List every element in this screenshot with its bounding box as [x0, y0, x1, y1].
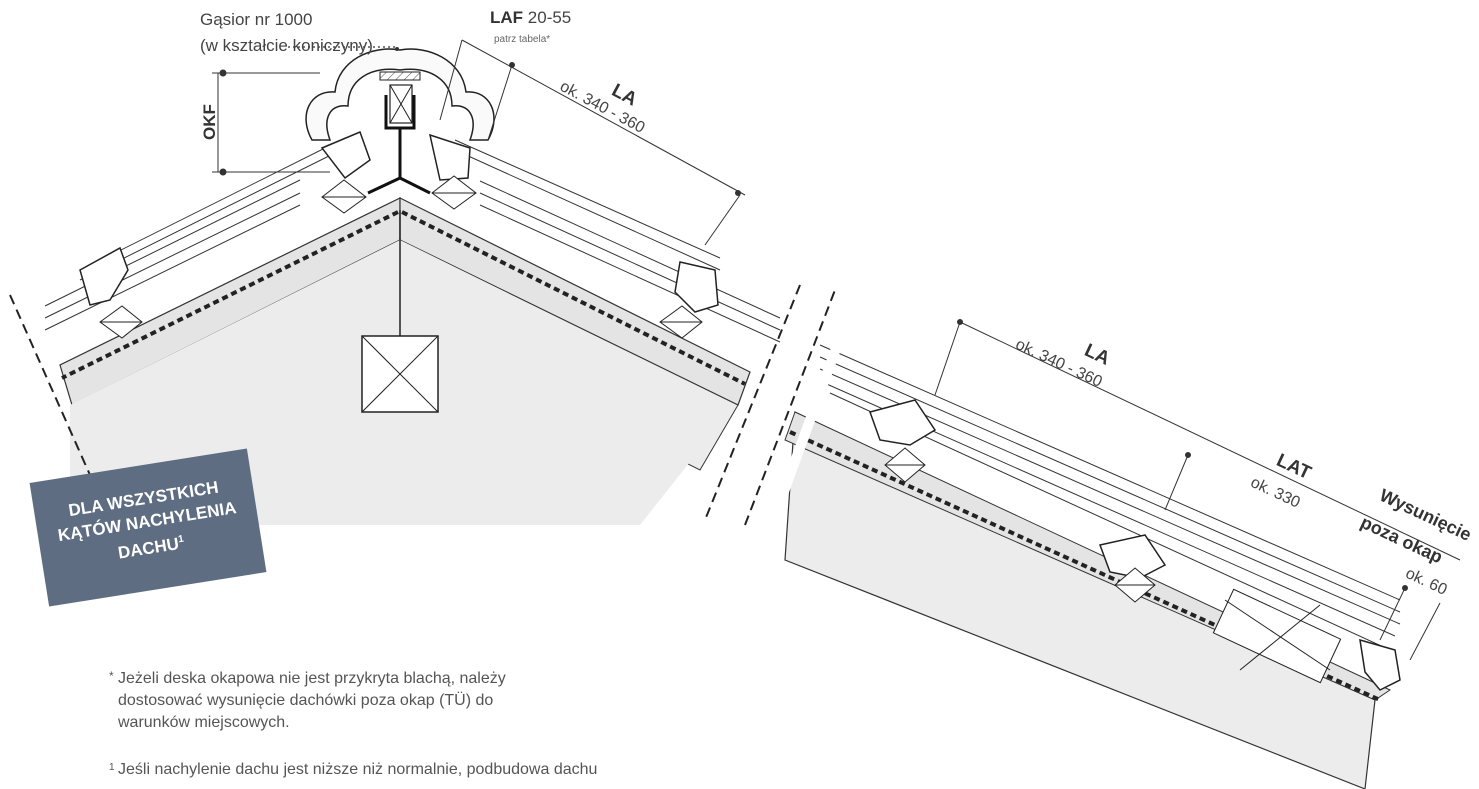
la-right-dimension — [934, 319, 1461, 661]
ridge-seal — [379, 71, 421, 81]
eaves-section — [744, 289, 1461, 789]
tile-noses-right — [428, 133, 719, 313]
badge-sup: 1 — [177, 533, 185, 546]
battens-right — [431, 175, 703, 339]
laf-note: patrz tabela* — [494, 34, 551, 45]
footnote: 1 Jeśli nachylenie dachu jest niższe niż… — [109, 759, 678, 781]
break-left — [9, 294, 111, 521]
ridge-bracket — [367, 95, 431, 195]
break-right — [704, 284, 801, 521]
asterisk-mark: * — [109, 669, 114, 683]
badge-text: DLA WSZYSTKICH KĄTÓW NACHYLENIA DACHU1 — [56, 477, 238, 563]
laf-range: 20-55 — [527, 8, 572, 27]
okf-dimension — [212, 69, 330, 176]
ridge-tile-label-line2: (w kształcie koniczyny) — [200, 36, 373, 55]
ridge-tile-label-line1: Gąsior nr 1000 — [200, 10, 313, 29]
battens-left — [99, 179, 367, 339]
okf-label: OKF — [200, 104, 219, 140]
laf-label: LAF 20-55 — [490, 8, 571, 28]
footnote-text: Jeśli nachylenie dachu jest niższe niż n… — [118, 761, 598, 778]
la-top-dimension — [439, 39, 746, 246]
membrane-left — [61, 210, 399, 380]
fascia-board — [1212, 588, 1342, 684]
tile-noses-left — [79, 131, 371, 306]
tiles-right — [454, 139, 781, 343]
laf-bold: LAF — [490, 8, 524, 27]
asterisk-note: * Jeżeli deska okapowa nie jest przykryt… — [109, 668, 538, 734]
membrane-right — [401, 210, 746, 386]
ridge-section — [9, 39, 801, 525]
eaves-noses — [869, 399, 1401, 691]
break-mid-left — [744, 289, 836, 526]
break-mid-right — [765, 308, 855, 532]
footnote-mark: 1 — [109, 762, 115, 773]
eaves-battens — [884, 447, 1156, 603]
asterisk-text: Jeżeli deska okapowa nie jest przykryta … — [118, 670, 506, 731]
